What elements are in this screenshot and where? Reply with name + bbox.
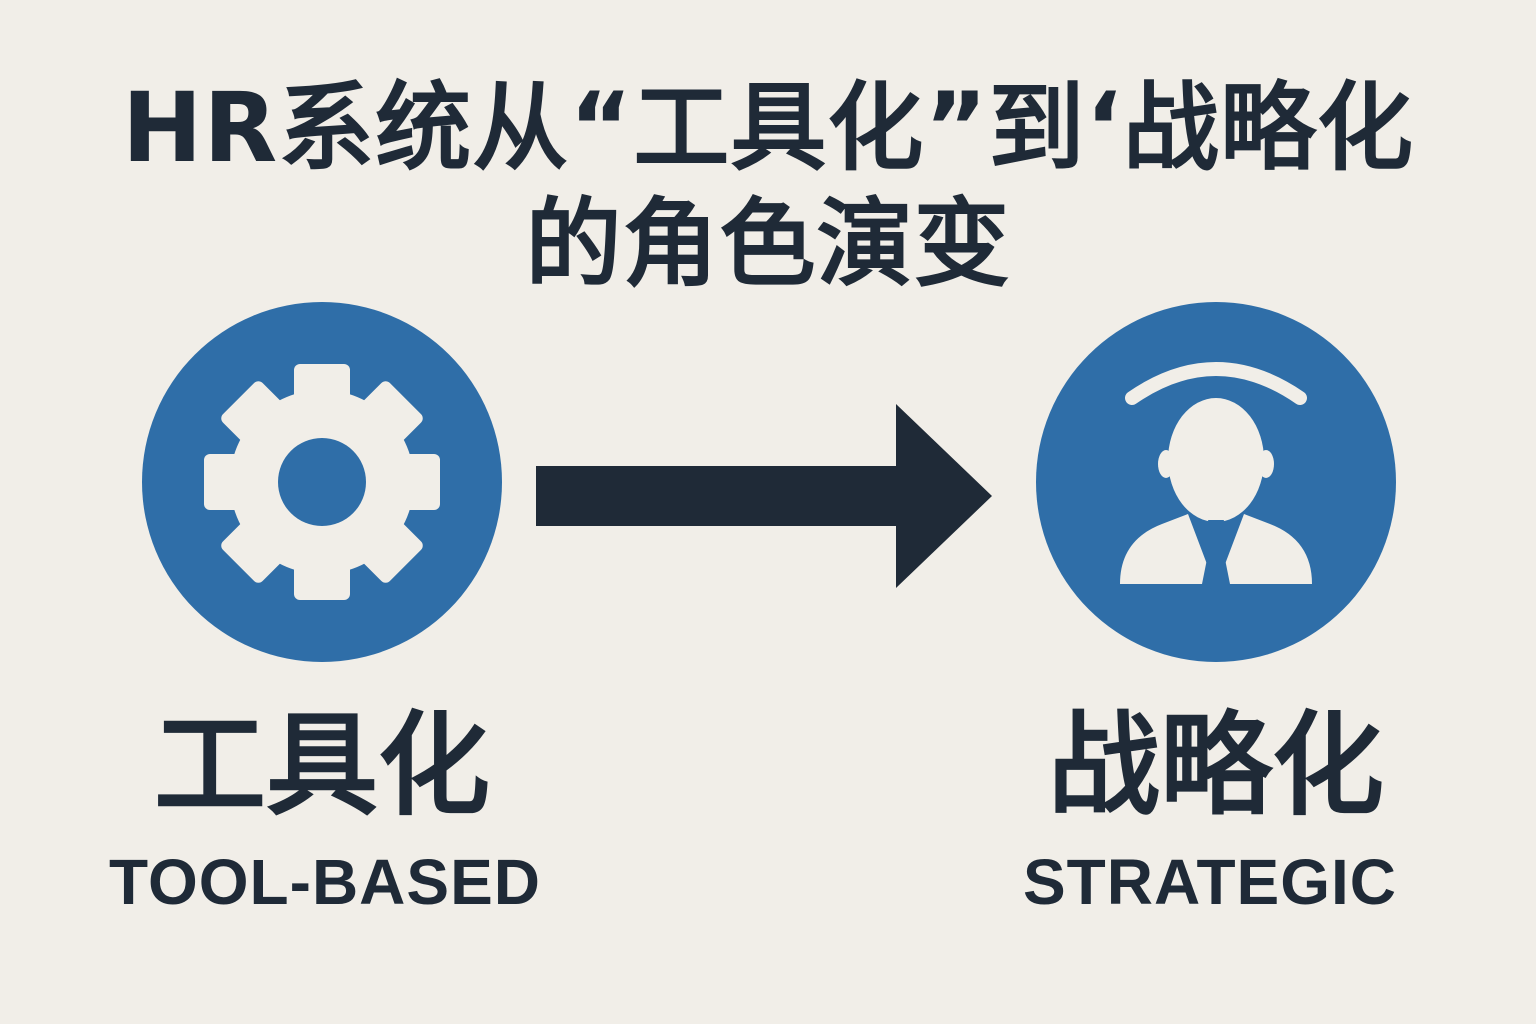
tool-based-label-cn: 工具化 — [154, 701, 490, 831]
title-line-2: 的角色演变 — [525, 188, 1011, 300]
title-line-1: HR系统从“工具化”到‘战略化 — [122, 72, 1414, 184]
strategic-circle — [1036, 302, 1396, 662]
arrow-right-icon — [536, 404, 992, 588]
diagram-title: HR系统从“工具化”到‘战略化 的角色演变 — [0, 72, 1536, 300]
strategic-label-en: STRATEGIC — [1022, 846, 1398, 918]
tool-based-label-en: TOOL-BASED — [109, 846, 541, 918]
strategic-label-cn: 战略化 — [1048, 701, 1384, 831]
tool-based-circle — [142, 302, 502, 662]
businessperson-icon — [1120, 362, 1312, 592]
gear-icon — [204, 364, 440, 600]
